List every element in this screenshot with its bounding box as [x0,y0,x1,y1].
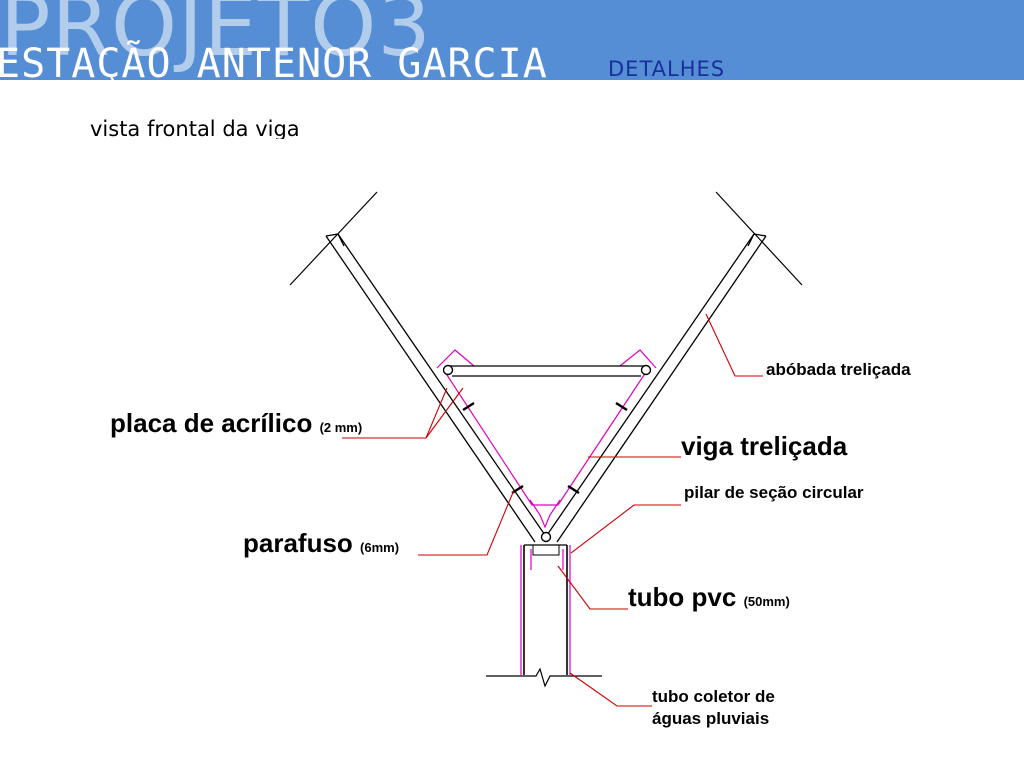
drawing-caption: vista frontal da viga [90,117,300,139]
top-chord [448,365,645,377]
leader-parafuso [418,489,515,556]
bolt-bottom [540,531,552,543]
label-viga: viga treliçada [681,431,848,461]
header-bar: PROJETO3 ESTAÇÃO ANTENOR GARCIA DETALHES [0,0,1024,80]
bolts [442,364,652,543]
background-title: PROJETO3 [0,0,432,75]
label-placa-text: placa de acrílico [110,408,313,438]
label-tubo-coletor: tubo coletor de águas pluviais [652,686,775,730]
label-tubo-coletor-line1: tubo coletor de [652,687,775,706]
leader-lines [342,313,763,707]
label-abobada: abóbada treliçada [766,360,911,379]
page-title: ESTAÇÃO ANTENOR GARCIA [0,41,548,80]
bolt-left [442,364,454,376]
leader-tubo-pvc [557,565,628,610]
label-parafuso-text: parafuso [243,528,353,558]
label-tubo-coletor-line2: águas pluviais [652,709,770,729]
leader-placa-b [425,387,464,439]
label-tubo-pvc: tubo pvc (50mm) [628,584,790,610]
label-placa-note: (2 mm) [319,420,363,435]
label-placa: placa de acrílico (2 mm) [110,410,362,436]
leader-pilar [570,504,681,554]
page-subtitle: DETALHES [608,57,726,80]
leader-tubo-coletor [569,672,652,707]
pillar [486,544,602,688]
leader-abobada [705,313,763,377]
label-parafuso-note: (6mm) [360,540,400,555]
arm-tick-marks [462,401,628,495]
bolt-right [640,364,652,376]
label-tubo-pvc-text: tubo pvc [628,582,737,612]
left-truss-arm [325,233,548,543]
label-parafuso: parafuso (6mm) [243,530,399,556]
label-tubo-pvc-note: (50mm) [743,594,790,609]
vault-outline [289,191,803,286]
right-truss-arm [544,233,767,543]
label-pilar: pilar de seção circular [684,483,864,502]
acrylic-plate [436,349,657,570]
